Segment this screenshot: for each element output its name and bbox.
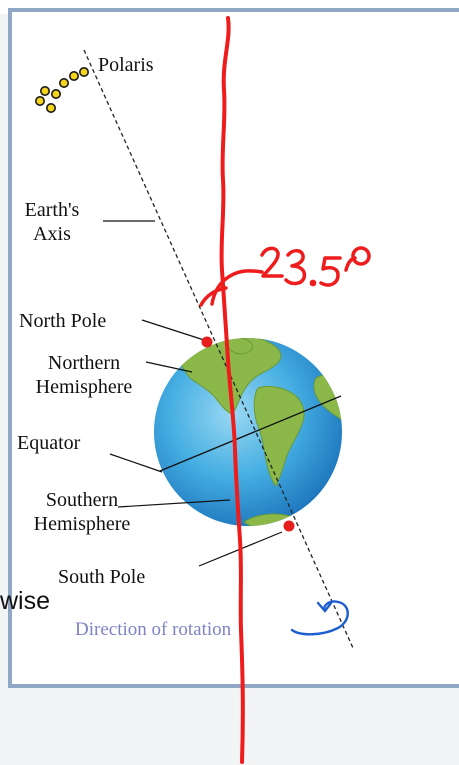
southern-label-line2: Hemisphere [33,513,131,535]
northern-hemisphere-leader-line [145,361,193,373]
equator-leader-line [109,453,163,473]
tilt-angle-annotation [260,246,371,287]
earth-axis-line [83,49,354,649]
polaris-stars-icon [34,67,90,114]
vertical-reference-line [219,16,245,764]
south-pole-label: South Pole [58,566,146,588]
southern-hemisphere-leader-line [117,499,231,508]
earths-axis-label: Earth's Axis [14,198,90,246]
north-pole-label: North Pole [19,310,107,332]
earths-axis-label-line1: Earth's [24,199,80,221]
north-pole-leader-line [141,319,205,341]
clipped-caption-text: wise [0,587,51,615]
earth-globe [154,338,342,526]
northern-label-line2: Hemisphere [35,376,133,398]
rotation-arrow-icon [290,600,349,636]
southern-label-line1: Southern [45,489,119,511]
south-pole-marker [283,520,295,532]
polaris-label: Polaris [98,54,154,76]
earths-axis-label-line2: Axis [33,223,71,245]
equator-line [159,395,342,472]
equator-label: Equator [17,432,81,454]
tilt-angle-arc [199,269,264,307]
southern-hemisphere-label: Southern Hemisphere [16,488,148,536]
north-pole-marker [201,336,213,348]
northern-hemisphere-label: Northern Hemisphere [18,351,150,399]
direction-of-rotation-label: Direction of rotation [75,619,232,640]
northern-label-line1: Northern [47,352,121,374]
